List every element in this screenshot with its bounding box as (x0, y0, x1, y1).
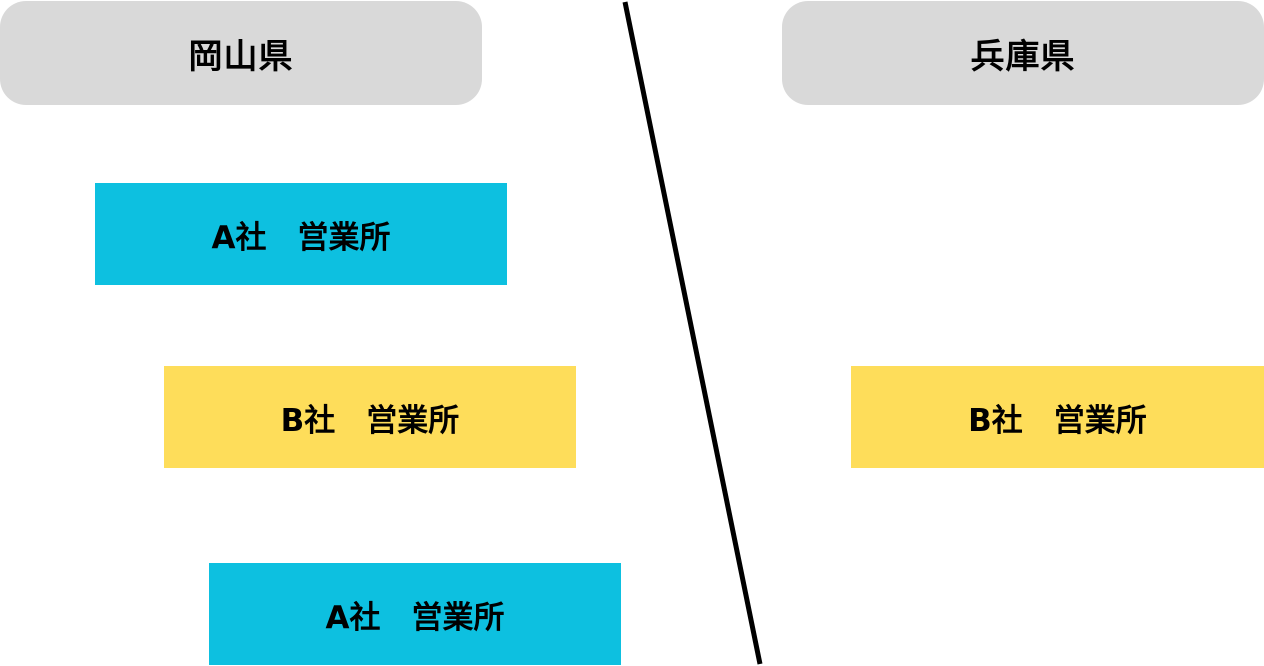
office-box-a-okayama-1: A社 営業所 (95, 183, 507, 285)
region-label-hyogo: 兵庫県 (970, 36, 1076, 77)
region-label-okayama: 岡山県 (188, 36, 294, 77)
office-box-b-hyogo: B社 営業所 (851, 366, 1264, 468)
office-box-b-okayama: B社 営業所 (164, 366, 576, 468)
office-label: B社 営業所 (280, 402, 460, 439)
office-label: B社 営業所 (968, 402, 1147, 439)
border-line (622, 1, 763, 665)
region-header-okayama: 岡山県 (0, 1, 482, 105)
office-label: A社 営業所 (325, 599, 505, 636)
office-box-a-okayama-2: A社 営業所 (209, 563, 621, 665)
region-header-hyogo: 兵庫県 (782, 1, 1264, 105)
office-label: A社 営業所 (211, 219, 391, 256)
